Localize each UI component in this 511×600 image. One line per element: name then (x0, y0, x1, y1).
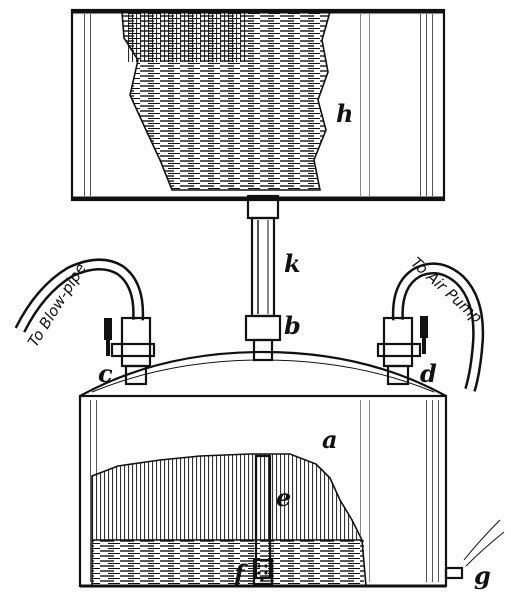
connecting-tube (244, 194, 282, 362)
lower-vessel (78, 350, 505, 588)
label-g: g (474, 561, 491, 590)
left-tap (14, 258, 156, 386)
upper-vessel (70, 8, 446, 202)
label-a: a (322, 425, 338, 454)
label-k: k (284, 249, 301, 278)
label-e: e (276, 483, 291, 512)
label-c: c (98, 359, 113, 388)
label-b: b (284, 311, 301, 340)
right-tap (376, 262, 485, 392)
label-d: d (420, 359, 437, 388)
label-h: h (336, 99, 353, 128)
label-f: f (232, 559, 248, 588)
